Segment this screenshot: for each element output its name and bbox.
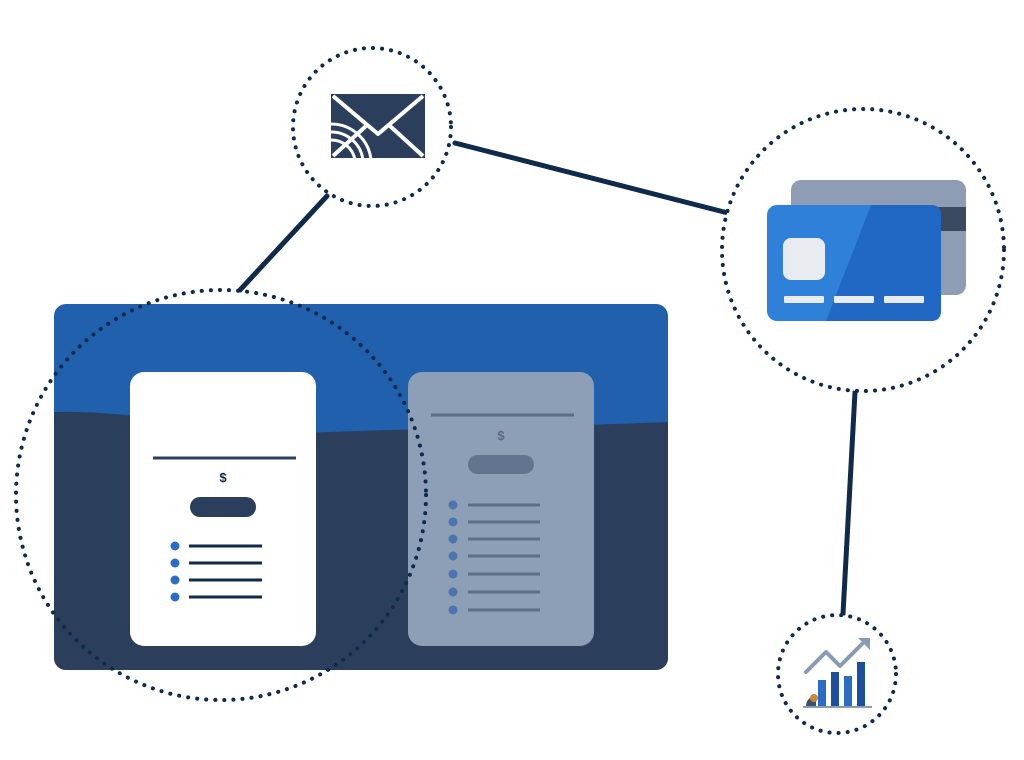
feature-item xyxy=(448,517,540,527)
focus-ring-pricing xyxy=(14,288,428,702)
mail-icon xyxy=(330,94,425,161)
connectors xyxy=(237,140,858,617)
feature-item xyxy=(448,500,540,510)
feature-item xyxy=(170,592,262,602)
plan-button-pill[interactable] xyxy=(190,497,256,517)
feature-item xyxy=(448,534,540,544)
feature-item xyxy=(170,575,262,585)
price-symbol: $ xyxy=(497,428,505,443)
feature-item xyxy=(170,558,262,568)
pricing-card-featured[interactable]: $ xyxy=(130,372,316,646)
plan-button-pill[interactable] xyxy=(468,455,534,474)
price-symbol: $ xyxy=(219,470,227,485)
growth-chart-node[interactable] xyxy=(776,613,898,735)
credit-card-node[interactable] xyxy=(720,107,1006,393)
connector-mail-to-cards xyxy=(452,140,731,216)
connector-mail-to-pricing xyxy=(237,193,330,293)
feature-item xyxy=(448,569,540,579)
growth-chart-icon xyxy=(803,638,872,708)
credit-card-icon xyxy=(767,180,966,321)
feature-item xyxy=(448,587,540,597)
mail-node[interactable] xyxy=(291,46,453,208)
feature-list xyxy=(448,500,540,615)
feature-item xyxy=(170,541,262,551)
feature-item xyxy=(448,605,540,615)
feature-item xyxy=(448,551,540,561)
pricing-card-standard[interactable]: $ xyxy=(408,372,594,646)
connector-cards-to-chart xyxy=(840,389,858,617)
feature-list xyxy=(170,541,262,602)
card-chip xyxy=(783,238,825,280)
pricing-panel: $ xyxy=(54,304,668,670)
